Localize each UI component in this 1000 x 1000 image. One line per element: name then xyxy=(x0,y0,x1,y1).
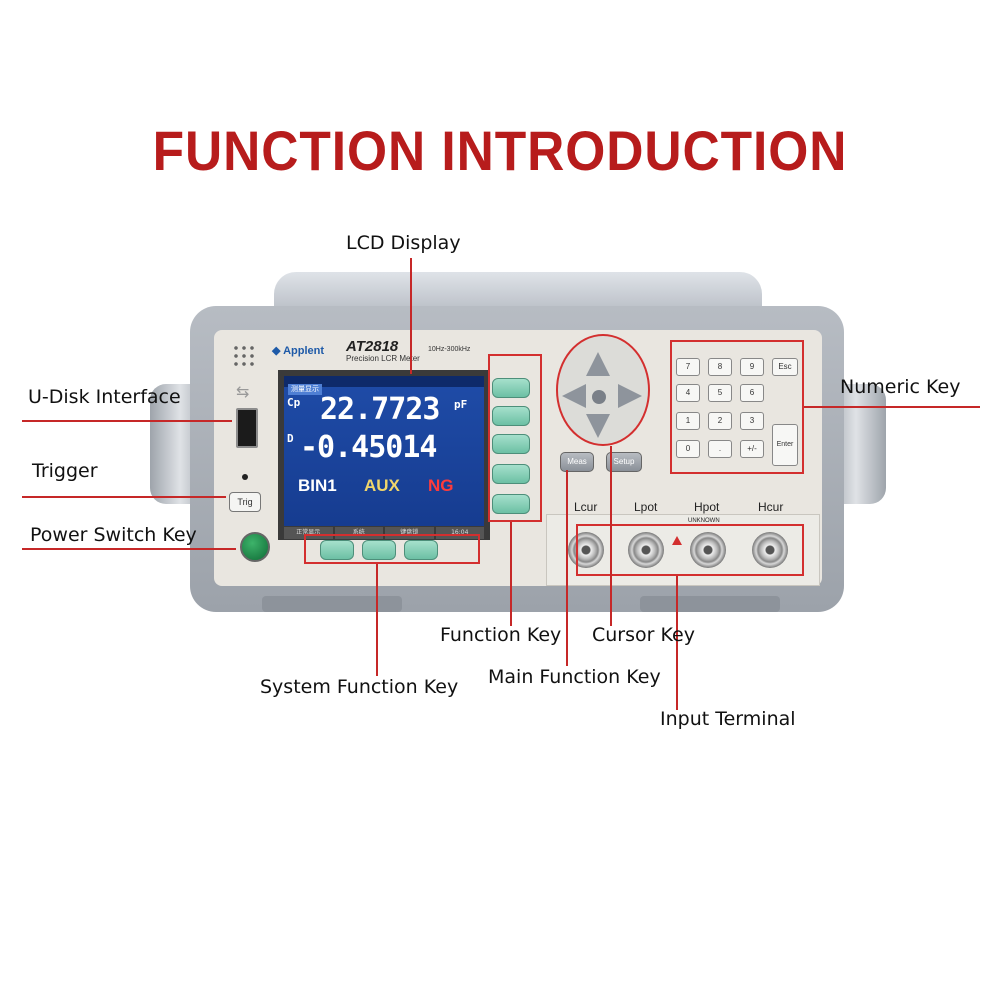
usb-interface-label: U-Disk Interface xyxy=(28,386,181,408)
lcd-softkey-label: 正常显示 xyxy=(284,527,333,539)
usb-callout-line xyxy=(22,420,232,422)
system-key-3[interactable] xyxy=(404,540,438,560)
esc-key[interactable]: Esc xyxy=(772,358,798,376)
usb-icon: ⇆ xyxy=(236,382,250,401)
numeric-key-label: Numeric Key xyxy=(840,376,961,398)
system-key-1[interactable] xyxy=(320,540,354,560)
lcd-param1: Cp xyxy=(287,396,301,409)
lcd-header: 测量显示 xyxy=(288,384,322,395)
power-switch-label: Power Switch Key xyxy=(30,524,197,546)
input-terminal-label: Input Terminal xyxy=(660,708,796,730)
function-key-2[interactable] xyxy=(492,406,530,426)
lcd-param2: D xyxy=(287,432,294,445)
bnc-hpot-connector[interactable] xyxy=(690,532,726,568)
lcd-softkey-label: 键盘锁 xyxy=(385,527,434,539)
bnc-lpot-connector[interactable] xyxy=(628,532,664,568)
lcd-value1: 22.7723 xyxy=(320,392,440,427)
lcd-value2: -0.45014 xyxy=(300,430,437,465)
numeric-keys-highlight xyxy=(670,340,804,474)
function-key-1[interactable] xyxy=(492,378,530,398)
model-subtitle: Precision LCR Meter xyxy=(346,354,420,363)
terminal-label-hcur: Hcur xyxy=(758,500,784,514)
terminal-label-hpot: Hpot xyxy=(694,500,720,514)
power-button[interactable] xyxy=(240,532,270,562)
trigger-label: Trigger xyxy=(32,460,98,482)
page-title: FUNCTION INTRODUCTION xyxy=(152,119,848,182)
cursor-callout-line xyxy=(610,446,612,626)
setup-button[interactable]: Setup xyxy=(606,452,642,472)
speaker-grille xyxy=(232,344,258,370)
cursor-pad-highlight xyxy=(556,334,650,446)
function-keys-highlight xyxy=(488,354,542,522)
model-name: AT2818 xyxy=(346,338,399,355)
lcd-callout-line xyxy=(410,258,412,374)
numeric-callout-line xyxy=(804,406,980,408)
device-top-cover xyxy=(274,272,762,312)
enter-key[interactable]: Enter xyxy=(772,424,798,466)
usb-port[interactable] xyxy=(236,408,258,448)
function-key-3[interactable] xyxy=(492,434,530,454)
terminal-label-lcur: Lcur xyxy=(574,500,598,514)
system-function-key-label: System Function Key xyxy=(260,676,459,698)
system-keys-highlight xyxy=(304,534,480,564)
warning-icon xyxy=(672,536,682,545)
trigger-led xyxy=(242,474,248,480)
numeric-key-5[interactable]: 5 xyxy=(708,384,732,402)
lcd-unit1: pF xyxy=(454,398,468,411)
frequency-range: 10Hz-300kHz xyxy=(428,346,471,353)
terminal-label-lpot: Lpot xyxy=(634,500,658,514)
function-key-4[interactable] xyxy=(492,464,530,484)
decimal-key[interactable]: . xyxy=(708,440,732,458)
numeric-key-6[interactable]: 6 xyxy=(740,384,764,402)
left-foot xyxy=(262,596,402,612)
lcd-header-bar: 测量显示 xyxy=(284,376,484,395)
lcd-ng: NG xyxy=(428,476,454,495)
system-key-2[interactable] xyxy=(362,540,396,560)
numeric-key-2[interactable]: 2 xyxy=(708,412,732,430)
lcd-display: 测量显示 Cp 22.7723 pF D -0.45014 BIN1 AUX N… xyxy=(278,370,490,540)
cursor-key-label: Cursor Key xyxy=(592,624,695,646)
lcd-bin: BIN1 xyxy=(298,476,337,495)
main-function-key-label: Main Function Key xyxy=(488,666,661,688)
numeric-key-7[interactable]: 7 xyxy=(676,358,700,376)
trigger-callout-line xyxy=(22,496,226,498)
lcd-softkey-label: 系统 xyxy=(334,527,383,539)
lcd-clock: 16:04 xyxy=(435,527,484,539)
terminals-highlight xyxy=(576,524,804,576)
lcd-softkey-bar: 正常显示 系统 键盘锁 16:04 xyxy=(284,527,484,539)
sign-key[interactable]: +/- xyxy=(740,440,764,458)
lcd-display-label: LCD Display xyxy=(346,232,461,254)
function-callout-line xyxy=(510,522,512,626)
brand-logo: ◆ Applent xyxy=(272,345,325,357)
numeric-key-8[interactable]: 8 xyxy=(708,358,732,376)
lcd-aux: AUX xyxy=(364,476,400,495)
numeric-key-1[interactable]: 1 xyxy=(676,412,700,430)
bnc-hcur-connector[interactable] xyxy=(752,532,788,568)
numeric-key-9[interactable]: 9 xyxy=(740,358,764,376)
right-foot xyxy=(640,596,780,612)
system-callout-line xyxy=(376,564,378,676)
terminal-callout-line xyxy=(676,576,678,710)
function-key-5[interactable] xyxy=(492,494,530,514)
meas-button[interactable]: Meas xyxy=(560,452,594,472)
main-function-callout-line xyxy=(566,470,568,666)
trigger-button[interactable]: Trig xyxy=(229,492,261,512)
numeric-key-0[interactable]: 0 xyxy=(676,440,700,458)
unknown-label: UNKNOWN xyxy=(688,518,720,524)
bnc-lcur-connector[interactable] xyxy=(568,532,604,568)
numeric-key-4[interactable]: 4 xyxy=(676,384,700,402)
numeric-key-3[interactable]: 3 xyxy=(740,412,764,430)
function-key-label: Function Key xyxy=(440,624,562,646)
power-callout-line xyxy=(22,548,236,550)
